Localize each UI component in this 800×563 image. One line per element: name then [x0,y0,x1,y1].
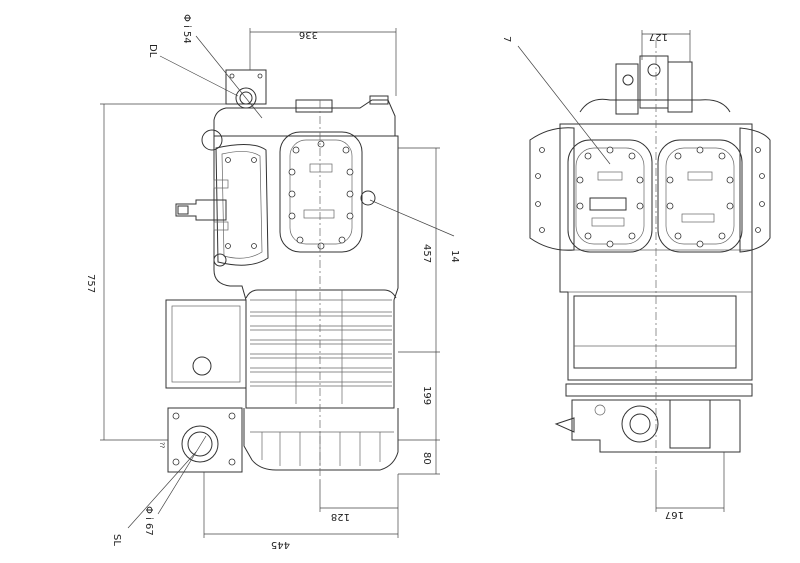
label-7: 7 [501,36,512,42]
side-view: ?? 757 336 457 199 80 128 [85,14,460,550]
label-phi67: Φ i 67 [143,506,154,536]
dim-80: 80 [421,452,432,465]
label-dl: DL [147,44,158,58]
dim-127: 127 [649,31,668,42]
dim-167: 167 [665,509,684,520]
dim-457: 457 [421,244,432,263]
label-phi54: Φ i 54 [181,14,192,44]
front-view: 127 167 7 [501,30,771,520]
svg-text:??: ?? [158,442,165,448]
label-sl: SL [111,534,122,546]
dim-445: 445 [271,539,290,550]
dim-336: 336 [299,29,318,40]
dim-757: 757 [85,274,96,293]
dim-199: 199 [421,386,432,405]
label-14: 14 [449,250,460,263]
dim-128: 128 [331,511,350,522]
